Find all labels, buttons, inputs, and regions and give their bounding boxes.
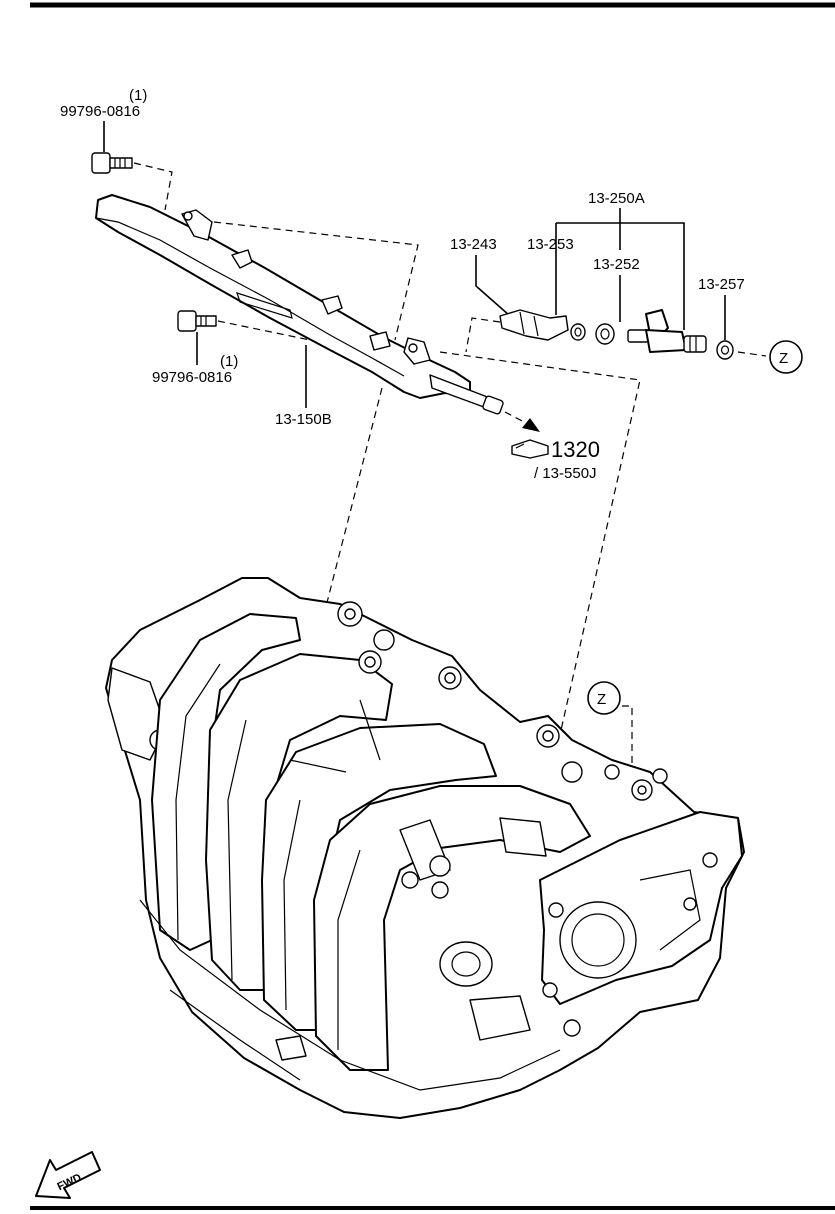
bracket[interactable] <box>499 309 569 341</box>
reference-part-number: / 13-550J <box>534 465 597 482</box>
fuel-rail[interactable] <box>95 194 504 415</box>
bolt-top[interactable] <box>91 152 133 174</box>
bolt-bottom-part-number: 99796-0816 <box>152 369 232 386</box>
fuel-injector[interactable] <box>627 309 707 353</box>
reference-pointer[interactable] <box>511 439 549 459</box>
insulator-part-number: 13-257 <box>698 276 745 293</box>
forward-arrow: FWD <box>35 1151 101 1199</box>
collar-part-number: 13-252 <box>593 256 640 273</box>
bolt-top-part-number: 99796-0816 <box>60 103 140 120</box>
ref-z-circle-top[interactable]: Z <box>769 340 803 374</box>
fuel-rail-part-number: 13-150B <box>275 411 332 428</box>
intake-manifold[interactable] <box>105 577 745 1119</box>
o-ring[interactable] <box>570 323 586 341</box>
o-ring-part-number: 13-253 <box>527 236 574 253</box>
bolt-top-qty: (1) <box>129 87 147 104</box>
bracket-part-number: 13-243 <box>450 236 497 253</box>
insulator[interactable] <box>716 340 734 360</box>
collar[interactable] <box>595 323 615 345</box>
reference-figure-number: 1320 <box>551 437 600 462</box>
injector-set-part-number: 13-250A <box>588 190 645 207</box>
bolt-bottom[interactable] <box>177 310 217 332</box>
ref-z-top-label: Z <box>779 350 788 367</box>
ref-z-circle-manifold[interactable]: Z <box>587 681 621 715</box>
bolt-bottom-qty: (1) <box>220 353 238 370</box>
ref-z-manifold-label: Z <box>597 691 606 708</box>
